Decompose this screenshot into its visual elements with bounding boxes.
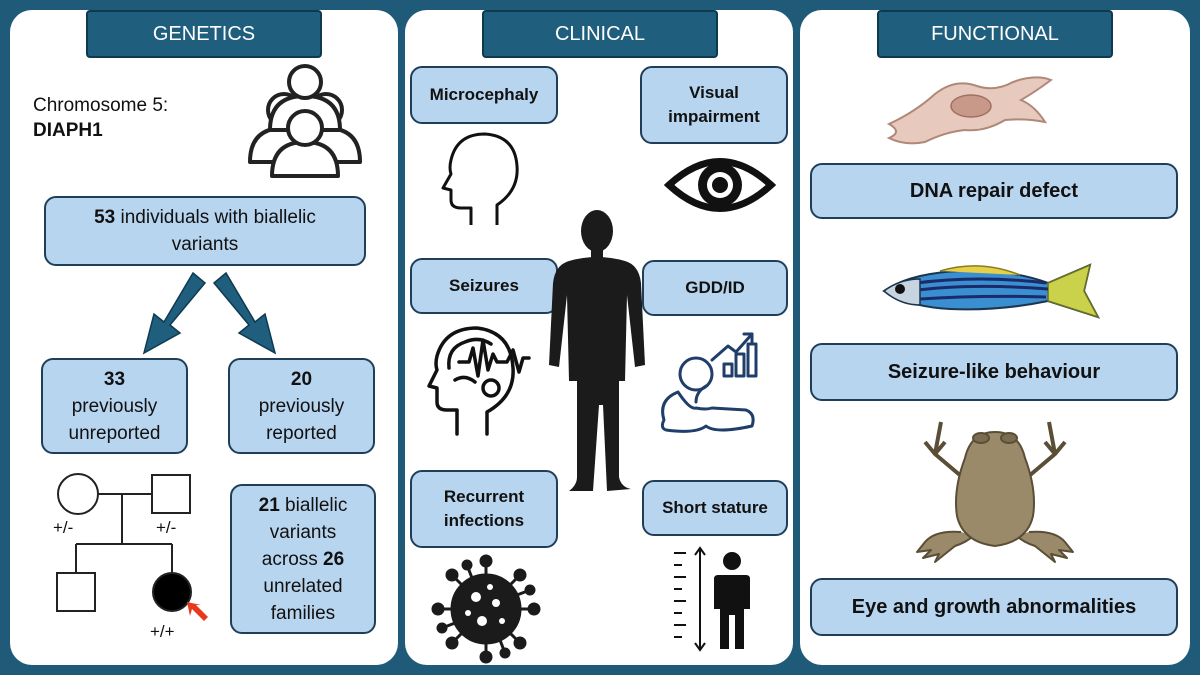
- visual-line2: impairment: [668, 107, 760, 126]
- seizures-box: Seizures: [410, 258, 558, 314]
- unreported-line1: previously: [71, 395, 158, 417]
- affected-proband-symbol: [152, 572, 192, 612]
- short-stature-label: Short stature: [662, 498, 768, 517]
- reported-count: 20: [290, 368, 313, 390]
- recurrent-line1: Recurrent: [443, 487, 525, 506]
- parent2-genotype: +/-: [156, 518, 177, 537]
- gdd-id-label: GDD/ID: [685, 278, 745, 297]
- eye-growth-box: Eye and growth abnormalities: [810, 578, 1178, 636]
- parent1-genotype: +/-: [53, 518, 74, 537]
- variant-count: 21: [258, 494, 280, 516]
- dna-repair-box: DNA repair defect: [810, 163, 1178, 219]
- genetics-header: GENETICS: [86, 10, 322, 58]
- proband-genotype: +/+: [150, 622, 175, 641]
- person-silhouette: [549, 210, 645, 491]
- short-stature-box: Short stature: [642, 480, 788, 536]
- recurrent-infections-box: Recurrent infections: [410, 470, 558, 548]
- eye-growth-label: Eye and growth abnormalities: [851, 595, 1137, 618]
- family-count: 26: [323, 548, 345, 570]
- development-growth-icon: [660, 332, 758, 433]
- unreported-line2: unreported: [68, 422, 161, 444]
- visual-line1: Visual: [689, 83, 739, 102]
- variants-line2: variants: [269, 521, 337, 543]
- variants-text1: biallelic: [279, 494, 348, 516]
- split-arrows: [142, 271, 277, 355]
- microcephaly-box: Microcephaly: [410, 66, 558, 124]
- total-text: individuals with biallelic variants: [115, 207, 316, 255]
- variants-line5: families: [270, 602, 336, 624]
- father-symbol: [151, 474, 191, 514]
- head-profile-icon: [441, 132, 519, 225]
- zebrafish-illustration: [882, 263, 1101, 319]
- proband-arrow: [187, 602, 208, 621]
- height-ruler-icon: [674, 546, 750, 652]
- chromosome-label: Chromosome 5:: [33, 95, 169, 116]
- eye-icon: [663, 158, 777, 212]
- dna-repair-label: DNA repair defect: [909, 179, 1079, 202]
- total-count: 53: [94, 207, 116, 228]
- seizure-like-label: Seizure-like behaviour: [887, 360, 1101, 383]
- unreported-box: 33 previously unreported: [41, 358, 188, 454]
- clinical-header: CLINICAL: [482, 10, 718, 58]
- seizures-label: Seizures: [449, 276, 519, 295]
- mother-symbol: [57, 473, 99, 515]
- reported-box: 20 previously reported: [228, 358, 375, 454]
- microcephaly-label: Microcephaly: [429, 85, 539, 104]
- recurrent-line2: infections: [443, 511, 525, 530]
- total-individuals-box: 53 individuals with biallelic variants: [44, 196, 366, 266]
- unreported-count: 33: [103, 368, 126, 390]
- reported-line2: reported: [266, 422, 337, 444]
- brain-seizure-icon: [427, 326, 531, 436]
- gene-name: DIAPH1: [33, 120, 103, 141]
- cell-illustration: [886, 76, 1054, 145]
- virus-icon: [431, 554, 541, 664]
- visual-impairment-box: Visual impairment: [640, 66, 788, 144]
- sibling-symbol: [56, 572, 96, 612]
- pedigree-chart: [56, 473, 208, 621]
- frog-illustration: [916, 421, 1074, 563]
- variants-line4: unrelated: [263, 575, 343, 597]
- variants-box: 21 biallelic variants across 26 unrelate…: [230, 484, 376, 634]
- functional-header: FUNCTIONAL: [877, 10, 1113, 58]
- variants-line3: across: [261, 548, 324, 570]
- gdd-id-box: GDD/ID: [642, 260, 788, 316]
- reported-line1: previously: [258, 395, 345, 417]
- seizure-like-box: Seizure-like behaviour: [810, 343, 1178, 401]
- family-group-icon: [248, 64, 362, 178]
